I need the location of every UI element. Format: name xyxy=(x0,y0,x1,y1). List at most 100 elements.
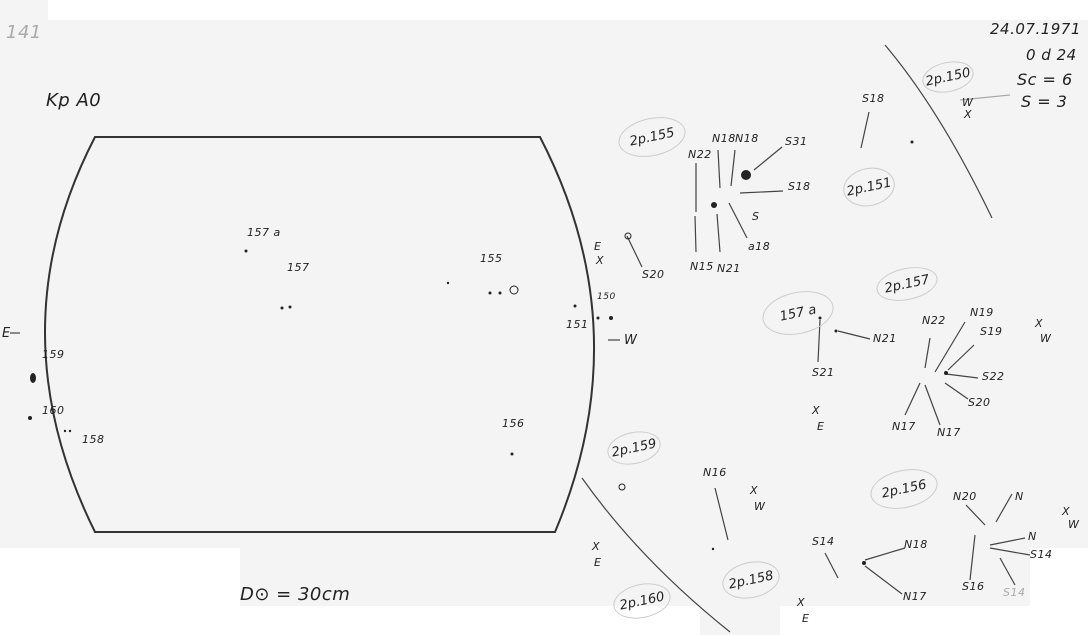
sunspot xyxy=(28,416,32,420)
sunspot xyxy=(509,285,519,295)
annotation: S18 xyxy=(862,92,885,105)
sunspot xyxy=(910,140,914,144)
sc-value: Sc = 6 xyxy=(1017,70,1073,89)
sunspot xyxy=(30,373,36,383)
sunspot xyxy=(68,429,72,433)
annotation: S31 xyxy=(785,135,808,148)
disk-label-158: 158 xyxy=(82,433,105,446)
annotation: N21 xyxy=(873,332,897,345)
group-tag-text: 2p.155 xyxy=(628,124,676,150)
annotation: a18 xyxy=(748,240,771,253)
sunspot xyxy=(818,316,822,320)
group-tag-text: 2p.157 xyxy=(883,271,931,297)
group-tag-text: 2p.159 xyxy=(610,435,658,461)
compass-e-label: E xyxy=(817,420,825,433)
annotation: N17 xyxy=(892,420,916,433)
compass-x-mark: X xyxy=(812,404,821,417)
paper-scrap-bottom xyxy=(700,600,780,635)
sunspot xyxy=(244,249,248,253)
annotation: N18 xyxy=(904,538,928,551)
compass-e-label: E xyxy=(594,556,602,569)
annotation: S xyxy=(752,210,760,223)
disk-east-marker: E xyxy=(2,326,11,341)
annotation: N15 xyxy=(690,260,714,273)
sunspot xyxy=(711,547,715,551)
annotation: N19 xyxy=(970,306,994,319)
annotation: N xyxy=(1028,530,1037,543)
disk-label-156: 156 xyxy=(502,417,525,430)
sunspot xyxy=(711,202,717,208)
compass-x-mark: X xyxy=(596,254,605,267)
annotation: N17 xyxy=(937,426,961,439)
sunspot xyxy=(488,291,492,295)
sunspot xyxy=(498,291,502,295)
solar-disk-outline xyxy=(44,136,596,533)
sunspot xyxy=(280,306,284,310)
sheet-number: 141 xyxy=(6,22,42,43)
disk-diameter: D⊙ = 30cm xyxy=(240,584,351,605)
compass-x-mark: X xyxy=(750,484,759,497)
annotation: S16 xyxy=(962,580,985,593)
annotation: N xyxy=(1015,490,1024,503)
compass-w-label: W xyxy=(962,96,974,109)
compass-x-mark: X xyxy=(1062,505,1071,518)
disk-label-157a: 157 a xyxy=(247,226,281,239)
annotation: S14 xyxy=(1030,548,1053,561)
paper-sheet-lower xyxy=(240,540,1030,606)
annotation: S14 xyxy=(812,535,835,548)
sunspot xyxy=(862,561,866,565)
annotation: N18 xyxy=(712,132,736,145)
kp-label: Kp A0 xyxy=(46,90,102,111)
sunspot xyxy=(63,429,67,433)
sunspot xyxy=(288,305,292,309)
sunspot xyxy=(609,316,613,320)
compass-x-mark: X xyxy=(1035,317,1044,330)
annotation: S22 xyxy=(982,370,1005,383)
sunspot xyxy=(573,304,577,308)
compass-x-mark: X xyxy=(592,540,601,553)
annotation: S14 xyxy=(1003,586,1026,599)
compass-w-label: W xyxy=(1068,518,1080,531)
annotation: N16 xyxy=(703,466,727,479)
group-tag-text: 2p.160 xyxy=(618,588,666,614)
limb-arc-lower xyxy=(581,477,731,633)
disk-label-155: 155 xyxy=(480,252,503,265)
annotation: N21 xyxy=(717,262,741,275)
compass-w-label: W xyxy=(754,500,766,513)
observation-time: 0 d 24 xyxy=(1026,46,1077,64)
compass-x-mark: X xyxy=(964,108,973,121)
observation-date: 24.07.1971 xyxy=(990,20,1081,38)
sunspot xyxy=(834,329,838,333)
sunspot xyxy=(596,316,600,320)
compass-e-label: E xyxy=(802,612,810,625)
disk-west-marker: W xyxy=(624,333,638,348)
annotation: S19 xyxy=(980,325,1003,338)
sunspot xyxy=(741,170,751,180)
compass-w-label: W xyxy=(1040,332,1052,345)
disk-label-160: 160 xyxy=(42,404,65,417)
annotation: S20 xyxy=(968,396,991,409)
group-tag-text: 2p.158 xyxy=(727,567,775,593)
disk-label-150: 150 xyxy=(597,292,616,302)
annotation: N17 xyxy=(903,590,927,603)
annotation: S21 xyxy=(812,366,835,379)
disk-label-151: 151 xyxy=(566,318,589,331)
paper-scrap xyxy=(0,0,48,22)
sunspot xyxy=(624,232,632,240)
compass-e-label: E xyxy=(594,240,602,253)
sunspot xyxy=(446,281,450,285)
group-tag-text: 2p.150 xyxy=(924,64,972,90)
group-tag-text: 2p.151 xyxy=(845,174,893,200)
sunspot xyxy=(618,483,626,491)
sunspot xyxy=(944,371,948,375)
disk-label-157: 157 xyxy=(287,261,310,274)
annotation: S18 xyxy=(788,180,811,193)
disk-label-159: 159 xyxy=(42,348,65,361)
s-value: S = 3 xyxy=(1021,92,1068,111)
annotation: N22 xyxy=(922,314,946,327)
sunspot xyxy=(510,452,514,456)
paper-sheet xyxy=(0,20,1088,548)
group-tag-text: 2p.156 xyxy=(880,476,928,502)
